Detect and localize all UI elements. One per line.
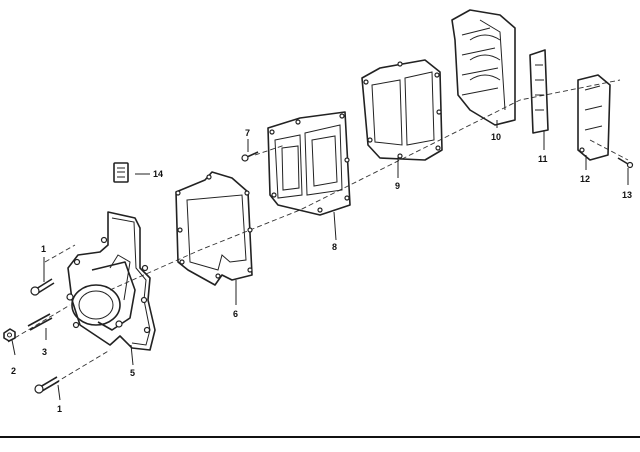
label-13: 13	[622, 190, 632, 200]
part-5-adaptor-plate	[66, 211, 156, 351]
label-3: 3	[42, 347, 47, 357]
label-14: 14	[153, 169, 163, 179]
part-13-screw	[617, 157, 634, 169]
part-11-reed	[529, 49, 549, 134]
bolt-axis-top	[44, 244, 76, 263]
leader-lines	[11, 120, 629, 401]
label-11: 11	[538, 154, 548, 164]
bolt-axis-bottom	[54, 349, 111, 384]
part-14-decal	[113, 162, 129, 183]
label-1-top: 1	[41, 244, 46, 254]
part-1-bolt-top	[30, 278, 55, 296]
label-9: 9	[395, 181, 400, 191]
part-1-bolt-bottom	[34, 376, 60, 394]
part-2-nut	[3, 328, 16, 342]
part-8-reed-block	[267, 111, 351, 216]
label-6: 6	[233, 309, 238, 319]
label-12: 12	[580, 174, 590, 184]
part-12-stop-plate	[577, 74, 611, 161]
label-10: 10	[491, 132, 501, 142]
label-2: 2	[11, 366, 16, 376]
label-1-bottom: 1	[57, 404, 62, 414]
part-10-manifold	[451, 9, 516, 126]
label-5: 5	[130, 368, 135, 378]
screw-axis-7	[254, 144, 286, 156]
stud-axis	[7, 304, 71, 343]
part-9-gasket	[361, 59, 443, 161]
part-3-stud	[27, 313, 53, 331]
label-8: 8	[332, 242, 337, 252]
label-7: 7	[245, 128, 250, 138]
part-6-gasket	[175, 171, 253, 286]
assembly-axis	[109, 79, 621, 291]
part-7-screw	[241, 151, 259, 162]
screw-axis-13	[589, 139, 629, 161]
